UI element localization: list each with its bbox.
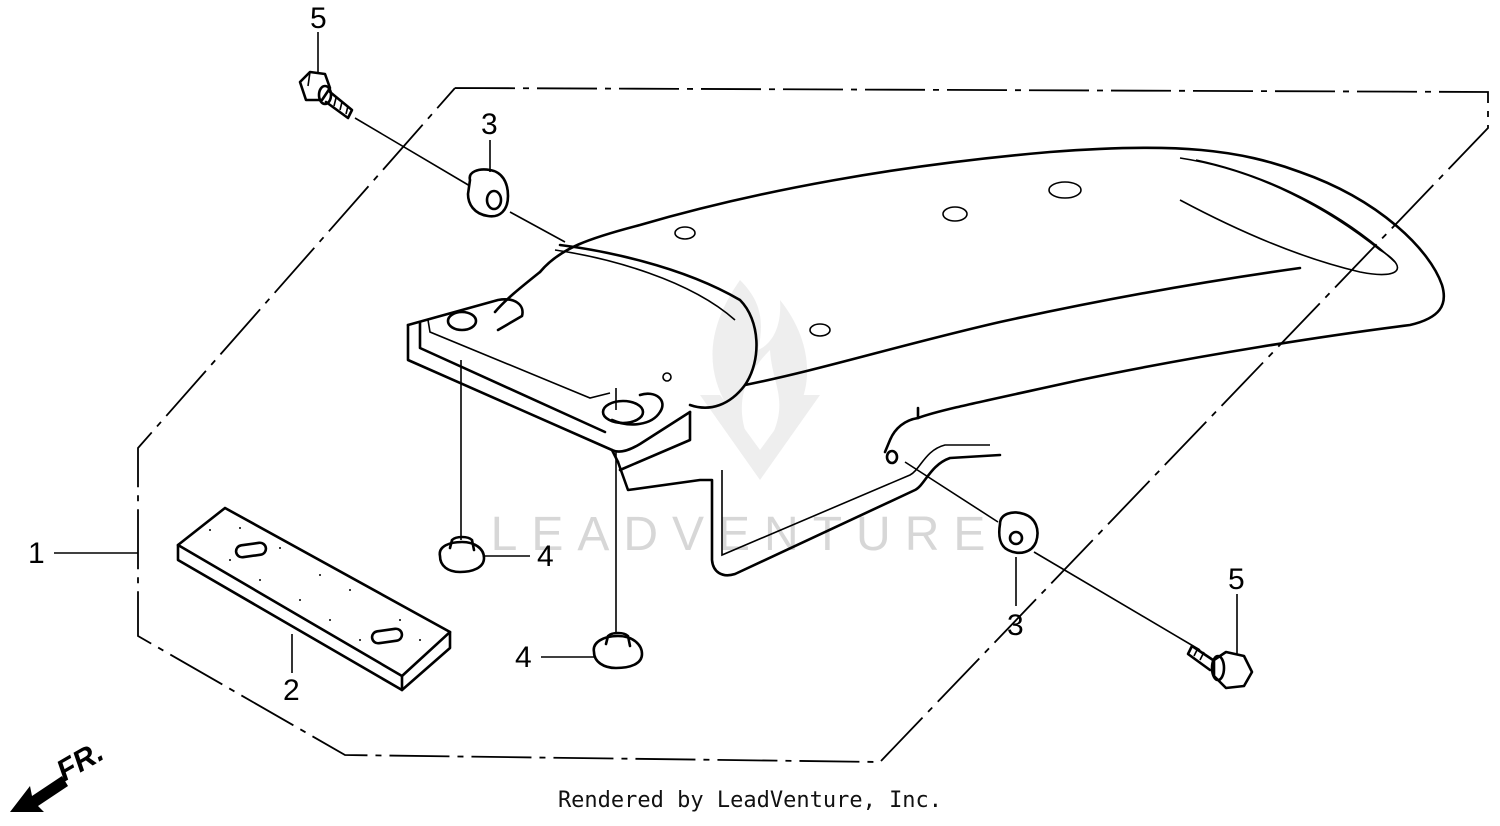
flange-bolt-top bbox=[298, 70, 354, 120]
rubber-pad bbox=[176, 506, 452, 692]
grommet-upper bbox=[438, 535, 486, 574]
rear-fender bbox=[406, 146, 1446, 577]
callout-3-top: 3 bbox=[481, 108, 498, 141]
callout-4-upper: 4 bbox=[537, 540, 554, 573]
flame-logo-icon bbox=[700, 280, 820, 480]
callout-4-lower: 4 bbox=[515, 641, 532, 674]
axis-line-bolt-top bbox=[354, 117, 471, 187]
callout-5-top: 5 bbox=[310, 2, 327, 35]
collar-washer-lower bbox=[997, 511, 1039, 555]
callout-2: 2 bbox=[283, 674, 300, 707]
axis-line-bolt-lower bbox=[904, 461, 999, 523]
front-direction-arrow-icon bbox=[10, 776, 68, 812]
grommet-lower bbox=[592, 631, 644, 670]
flange-bolt-lower bbox=[1186, 644, 1254, 690]
footer-credit: Rendered by LeadVenture, Inc. bbox=[557, 788, 943, 813]
kit-boundary-outline bbox=[137, 87, 1489, 763]
collar-washer-top bbox=[466, 168, 510, 218]
callout-1: 1 bbox=[28, 537, 45, 570]
watermark: LEADVENTURE bbox=[491, 280, 1000, 561]
callout-5-bottom: 5 bbox=[1228, 563, 1245, 596]
watermark-text: LEADVENTURE bbox=[491, 508, 1000, 561]
callout-3-bottom: 3 bbox=[1007, 609, 1024, 642]
